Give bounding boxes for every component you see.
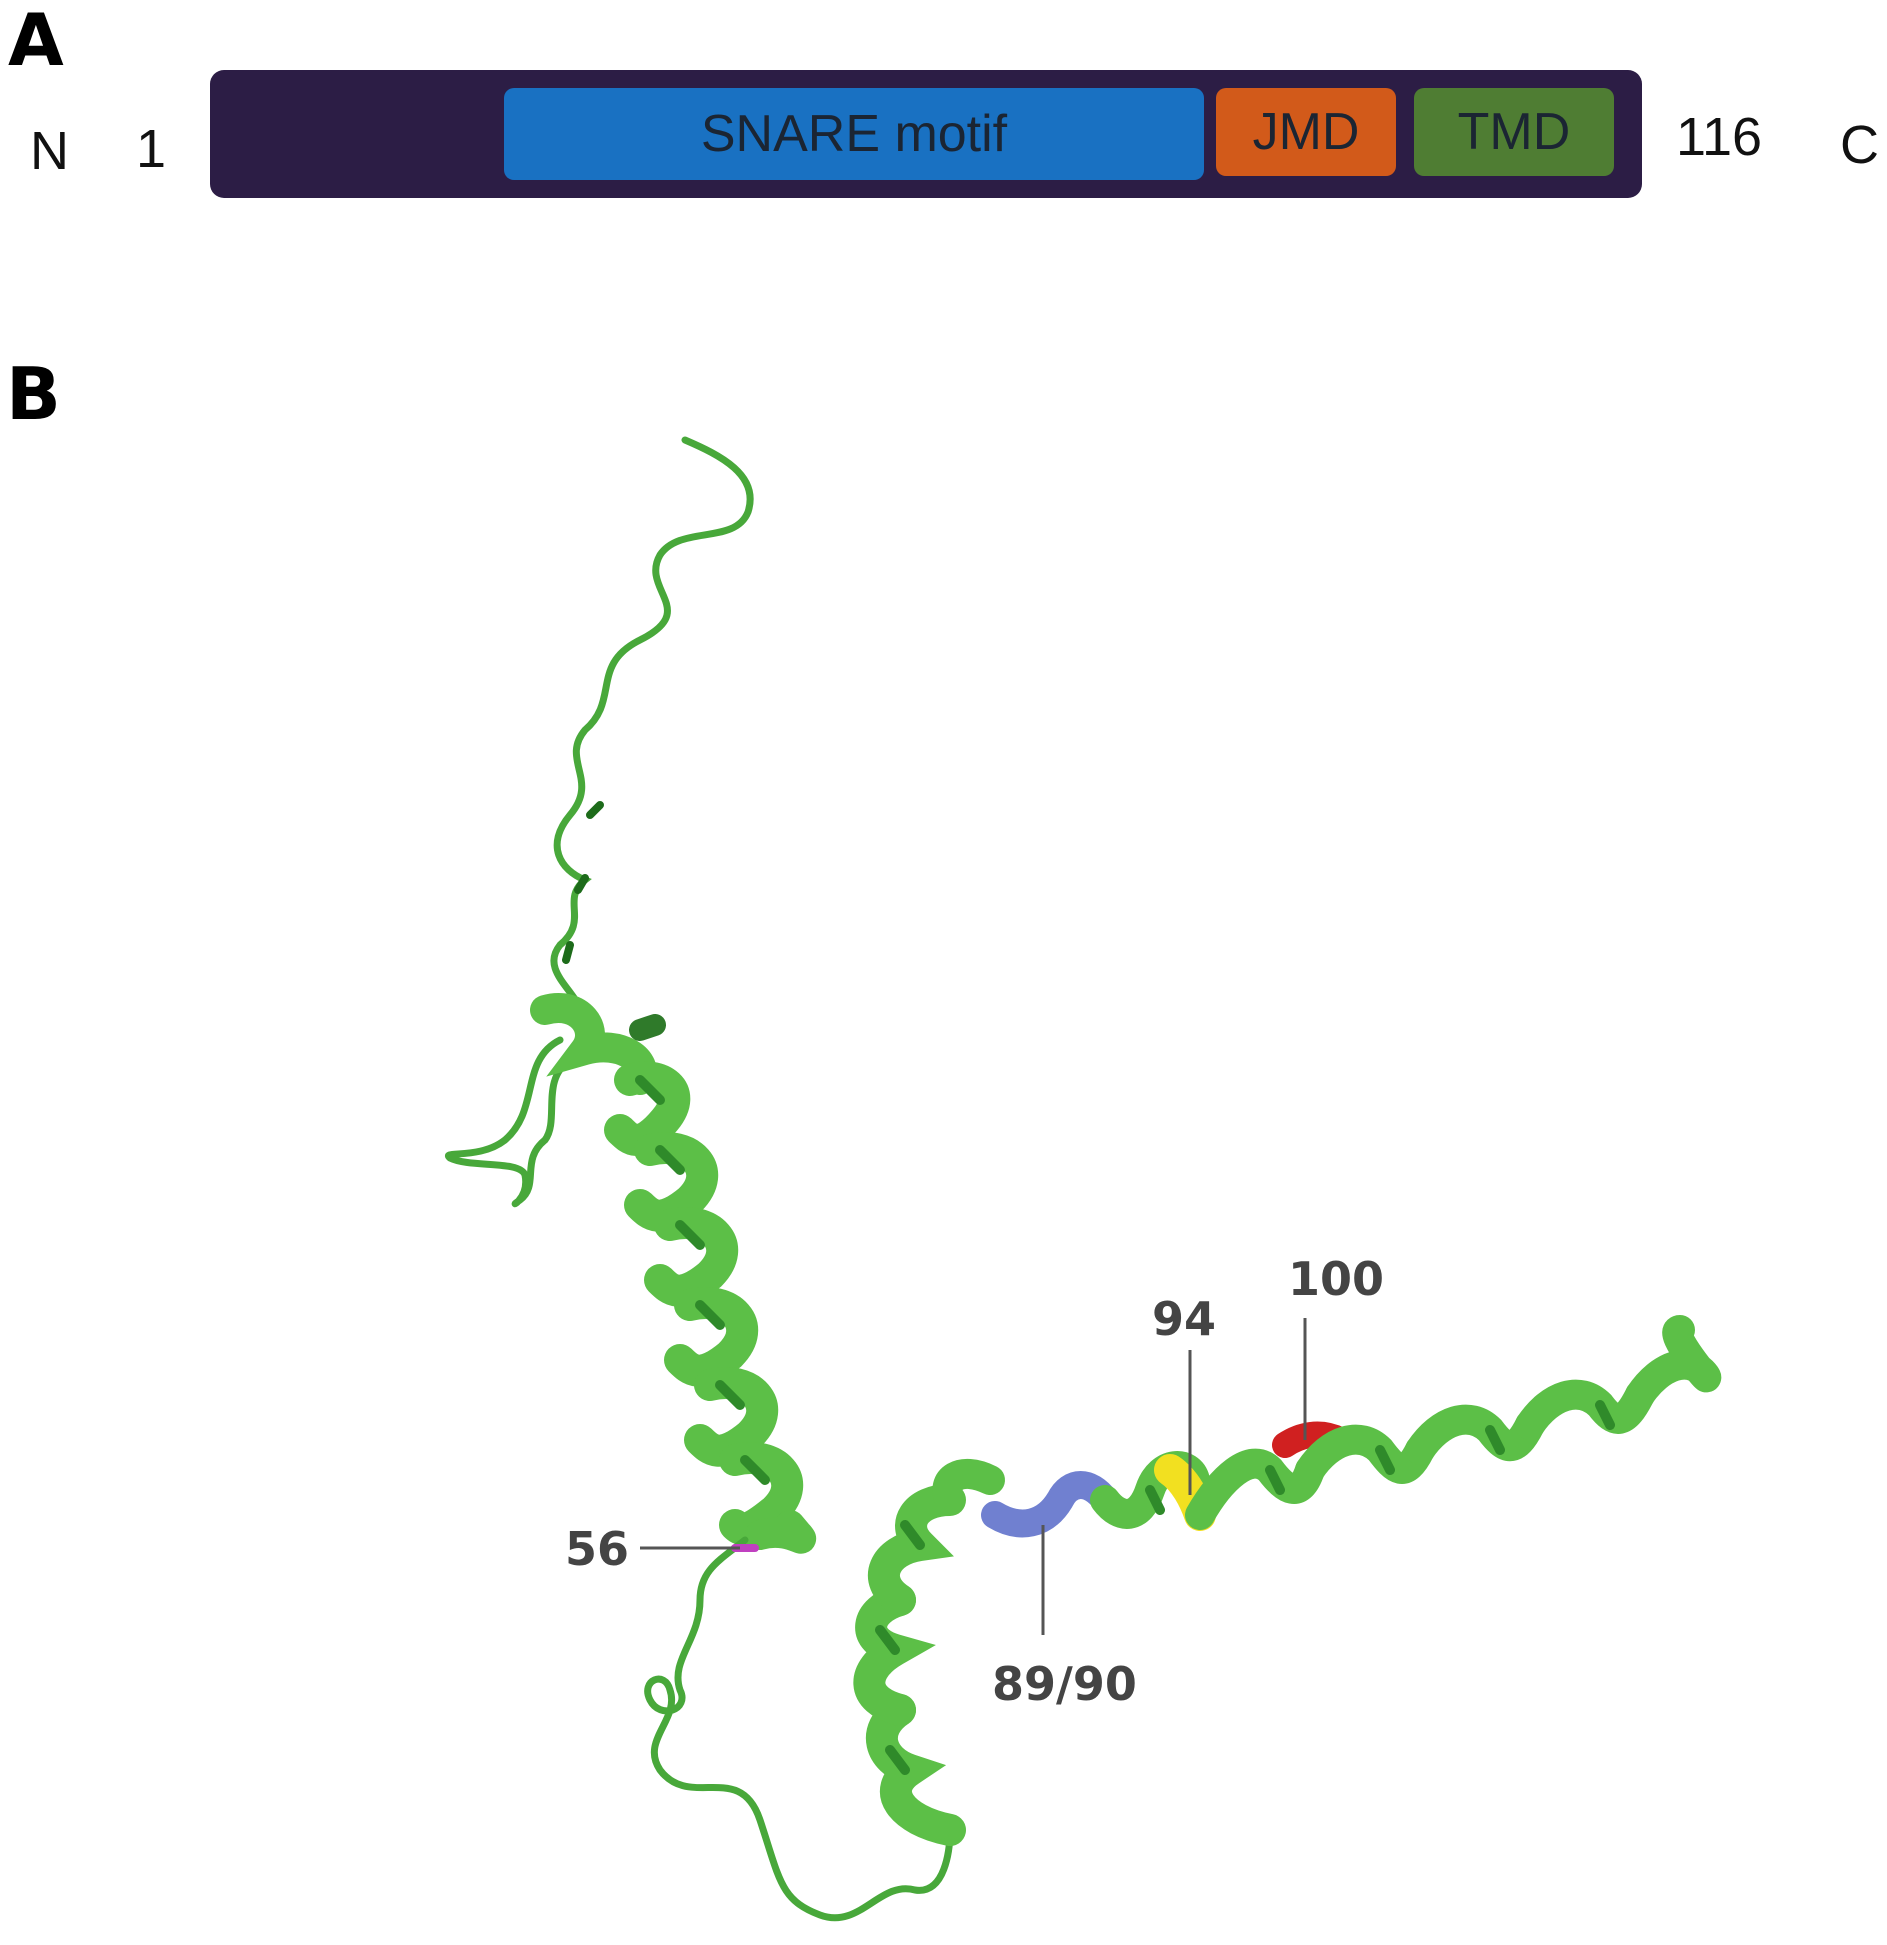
snare-motif-domain: SNARE motif xyxy=(504,88,1204,180)
jmd-domain: JMD xyxy=(1216,88,1396,176)
panel-b-letter: B xyxy=(6,352,61,436)
upper-helix xyxy=(530,993,817,1554)
residue-label-56: 56 xyxy=(565,1522,629,1576)
protein-domain-bar: SNARE motif JMD TMD xyxy=(210,70,1642,198)
lower-helix xyxy=(853,1459,1005,1846)
n-terminal-coil xyxy=(550,436,754,1049)
n-terminal-coil-dark-segment xyxy=(562,801,604,964)
tmd-helix xyxy=(981,1315,1722,1538)
c-terminus-label: C xyxy=(1840,115,1879,175)
panel-a-letter: A xyxy=(8,0,64,82)
start-residue-label: 1 xyxy=(136,119,167,179)
loop-left xyxy=(444,1036,574,1208)
residue-label-100: 100 xyxy=(1288,1252,1384,1306)
n-terminus-label: N xyxy=(30,121,69,181)
residue-label-94: 94 xyxy=(1152,1292,1216,1346)
end-residue-label: 116 xyxy=(1676,107,1763,167)
residue-89-90-highlight xyxy=(981,1471,1119,1538)
residue-label-89-90: 89/90 xyxy=(992,1657,1137,1711)
tmd-domain: TMD xyxy=(1414,88,1614,176)
linker-coil xyxy=(644,1536,954,1922)
